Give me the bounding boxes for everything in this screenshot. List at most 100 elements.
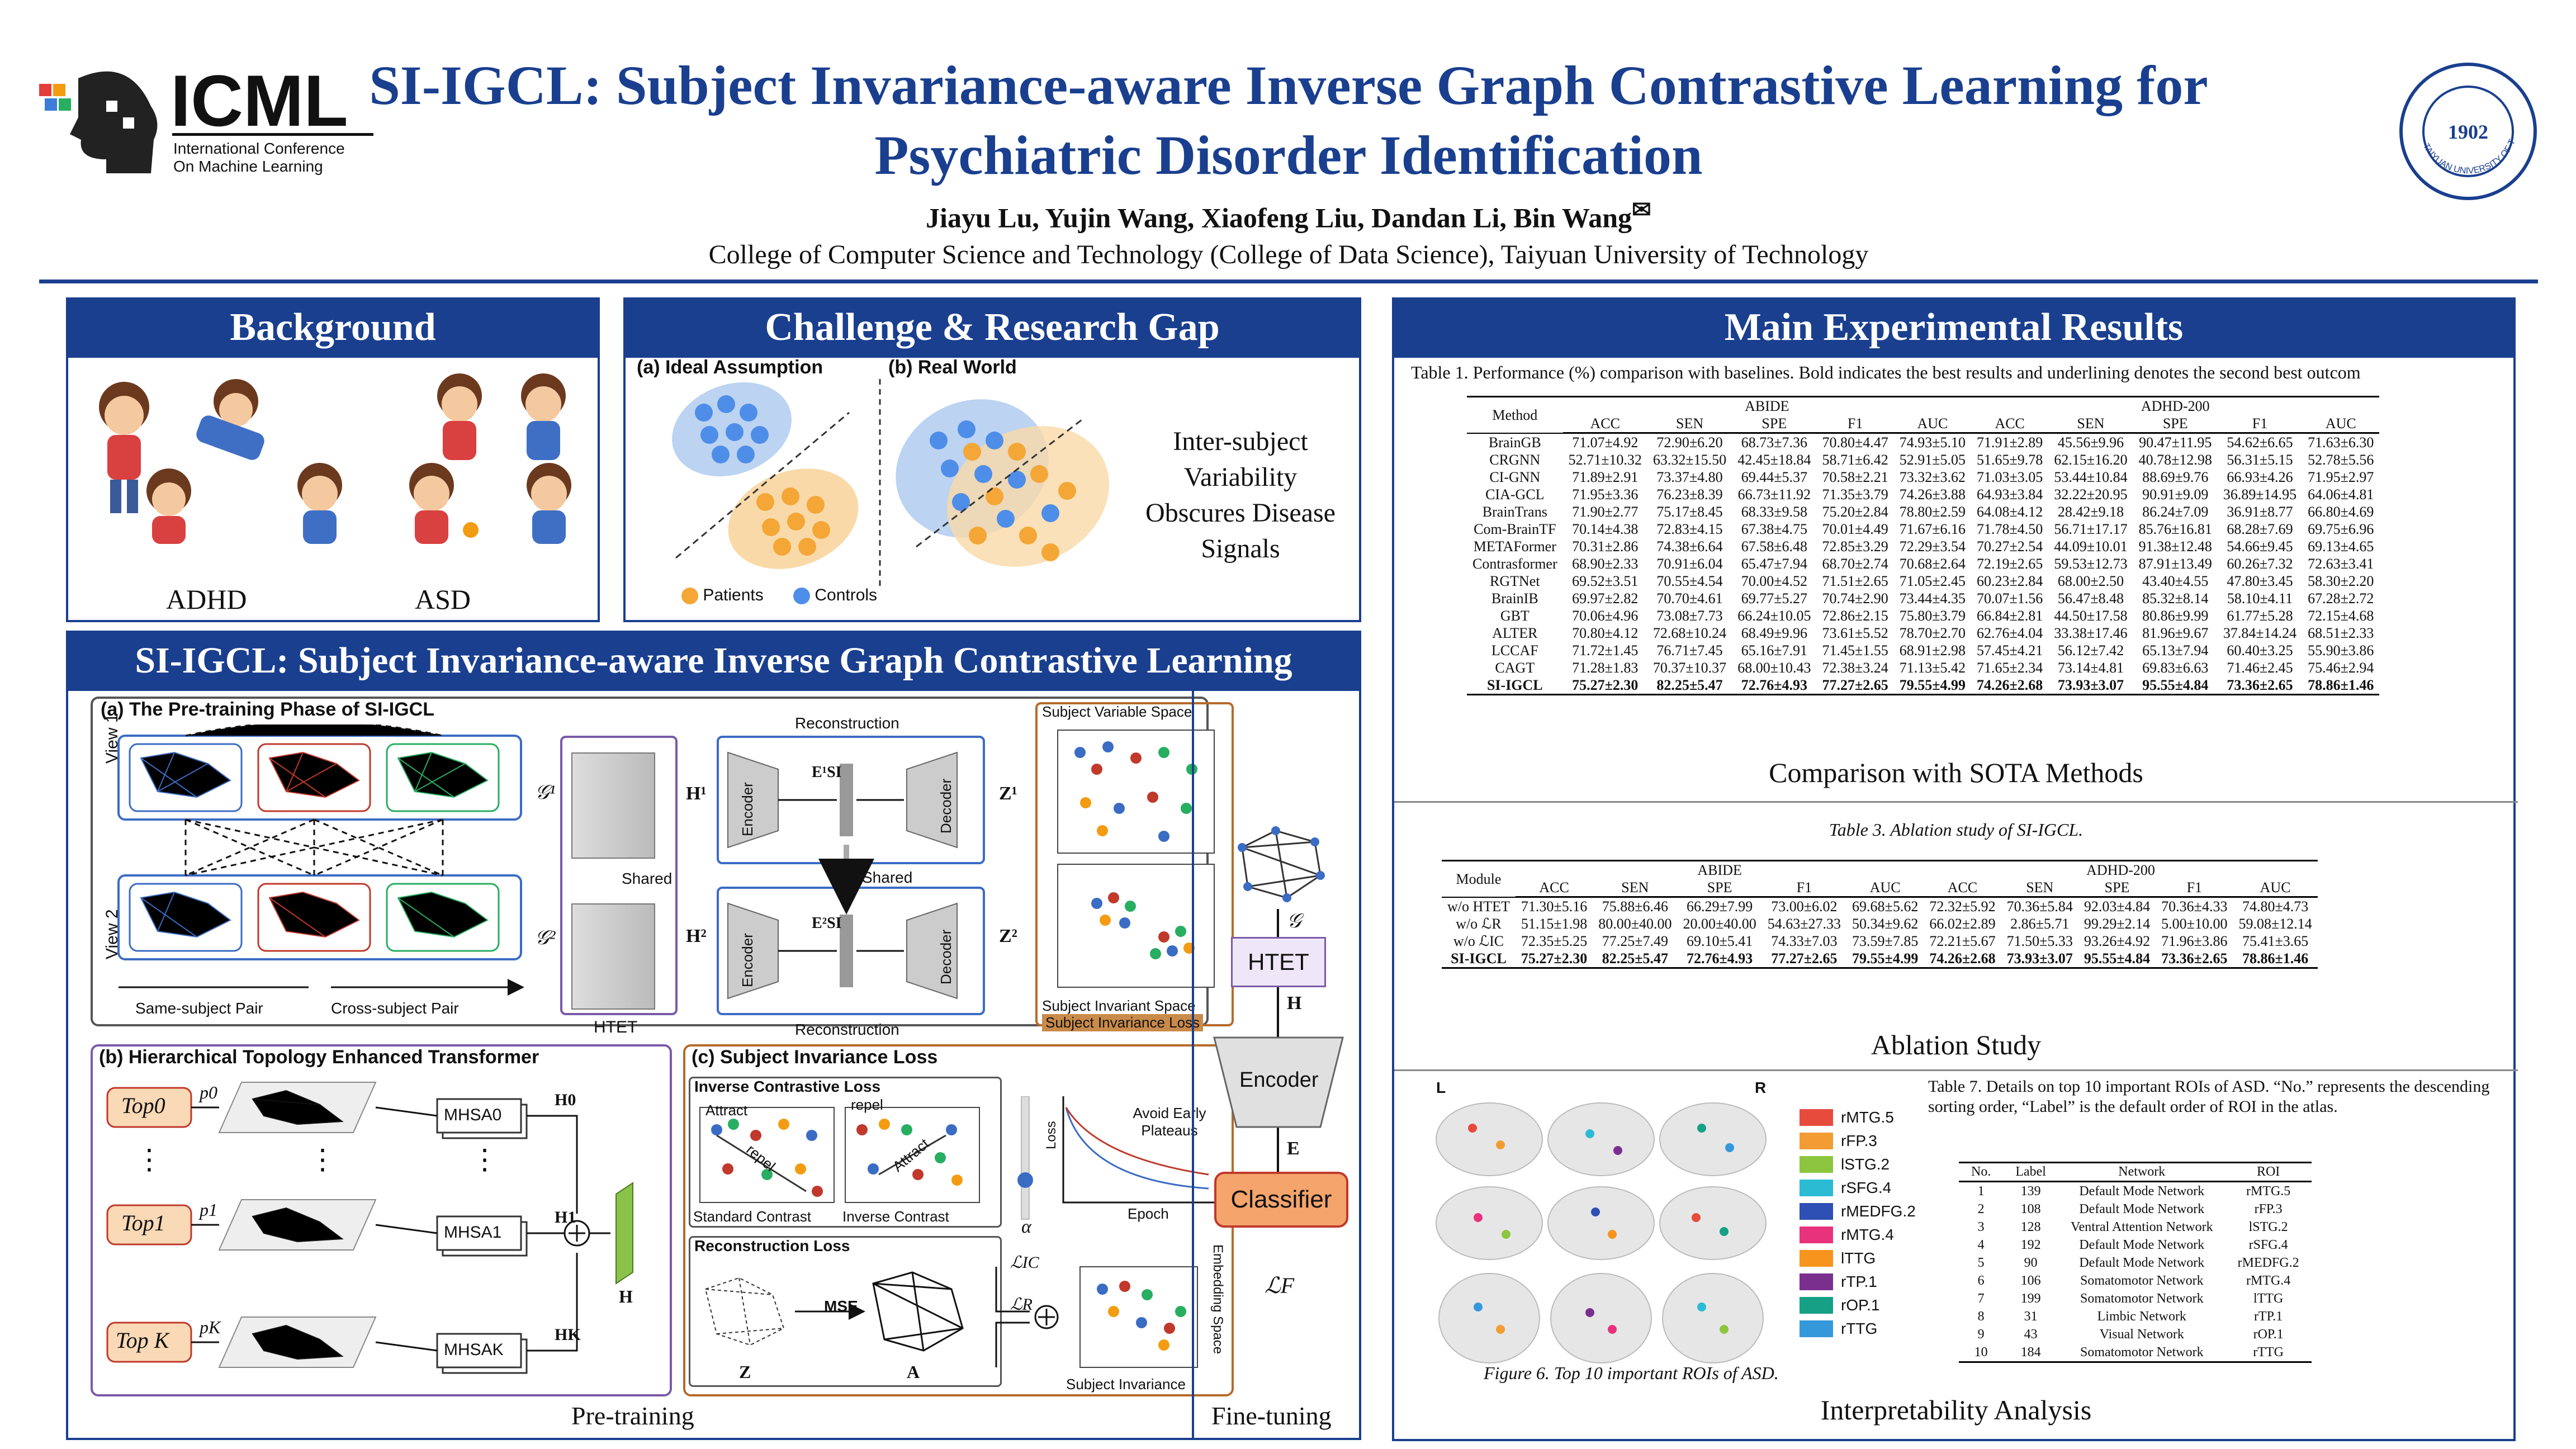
encoder-label-top: Encoder — [739, 782, 756, 836]
metric-cell: 69.75±6.96 — [2308, 521, 2374, 537]
metric-cell: 72.32±5.92 — [1924, 896, 2001, 915]
metric-cell: 71.03±3.05 — [1977, 469, 2043, 485]
metric-cell: 71.63±6.30 — [2302, 432, 2380, 451]
encoder-label-bottom: Encoder — [739, 933, 756, 987]
metric-cell: 65.47±7.94 — [1741, 556, 1807, 572]
metric-cell: 74.80±4.73 — [2233, 896, 2318, 915]
metric-cell: 66.02±2.89 — [1929, 916, 1996, 932]
metric-cell: 65.13±7.94 — [2142, 642, 2209, 659]
metric-cell: 72.90±6.20 — [1647, 432, 1732, 451]
metric-cell: 82.25±5.47 — [1647, 676, 1732, 695]
t3-col-header: AUC — [1846, 879, 1924, 898]
metric-cell: 36.91±8.77 — [2227, 504, 2293, 520]
same-pair-label: Same-subject Pair — [135, 1000, 263, 1017]
roi-cell: lTTG — [2253, 1291, 2284, 1306]
roi-legend-item: rMEDFG.2 — [1800, 1200, 1916, 1223]
t3-col-header: F1 — [1761, 879, 1847, 898]
metric-cell: 72.68±10.24 — [1652, 625, 1727, 641]
metric-cell: 90.91±9.09 — [2142, 486, 2209, 503]
reconstruction-label-bottom: Reconstruction — [795, 1021, 899, 1038]
roi-cell: 4 — [1977, 1238, 1985, 1252]
metric-cell: 69.52±3.51 — [1572, 573, 1639, 589]
roi-swatch-icon — [1800, 1297, 1833, 1314]
results-rule-2 — [1394, 1069, 2518, 1071]
metric-cell: 70.14±4.38 — [1572, 521, 1639, 537]
metric-cell: 71.96±3.86 — [2161, 933, 2228, 949]
table1-caption: Table 1. Performance (%) comparison with… — [1411, 362, 2361, 382]
t1-col-header: AUC — [1893, 415, 1972, 434]
metric-cell: 78.86±1.46 — [2233, 950, 2318, 969]
roi-legend-item: rFP.3 — [1800, 1129, 1916, 1153]
epoch-axis-label: Epoch — [1128, 1205, 1169, 1222]
metric-cell: 56.71±17.17 — [2054, 521, 2128, 537]
university-seal: TAIYUAN UNIVERSITY OF TECHNOLOGY 1902 — [2395, 54, 2538, 201]
method-name: GBT — [1500, 608, 1530, 624]
htet-detail-title: (b) Hierarchical Topology Enhanced Trans… — [99, 1046, 539, 1068]
method-name: SI-IGCL — [1467, 676, 1563, 695]
ft-e-label: E — [1287, 1138, 1300, 1159]
metric-cell: 66.93±4.26 — [2227, 469, 2293, 485]
metric-cell: 82.25±5.47 — [1593, 950, 1678, 969]
metric-cell: 69.77±5.27 — [1741, 590, 1807, 607]
metric-cell: 59.08±12.14 — [2238, 916, 2312, 932]
roi-cell: 2 — [1977, 1202, 1985, 1216]
roi-cell: Somatomotor Network — [2080, 1291, 2204, 1306]
metric-cell: 71.05±2.45 — [1899, 573, 1966, 589]
z2-label: Z² — [999, 926, 1017, 946]
metric-cell: 64.06±4.81 — [2308, 486, 2374, 503]
metric-cell: 70.01±4.49 — [1822, 521, 1888, 537]
background-panel: ADHD ASD — [66, 357, 600, 622]
t1-col-header: F1 — [2217, 415, 2303, 434]
roi-cell: rTP.1 — [2253, 1309, 2283, 1324]
metric-cell: 56.12±7.42 — [2057, 642, 2124, 659]
roi-cell: 6 — [1977, 1273, 1985, 1288]
roi-cell: lSTG.2 — [2248, 1220, 2288, 1234]
metric-cell: 68.90±2.33 — [1572, 556, 1639, 572]
metric-cell: 66.24±10.05 — [1737, 608, 1811, 624]
logo-head-icon — [39, 71, 158, 173]
metric-cell: 77.25±7.49 — [1602, 933, 1668, 949]
finetuning-caption: Fine-tuning — [1211, 1401, 1332, 1430]
t1-col-header: SPE — [1732, 415, 1817, 434]
hsub1-label: H1 — [555, 1208, 576, 1227]
roi-swatch-icon — [1800, 1250, 1833, 1267]
t1-col-header: SEN — [1647, 415, 1732, 434]
roi-swatch-icon — [1800, 1180, 1833, 1196]
shared-label-2: Shared — [862, 869, 913, 886]
metric-cell: 68.73±7.36 — [1732, 432, 1817, 451]
h1-label: H¹ — [686, 783, 707, 804]
table3-caption: Table 3. Ablation study of SI-IGCL. — [1829, 820, 2083, 840]
pretraining-box — [91, 697, 1209, 1026]
method-name: BrainGB — [1467, 432, 1563, 451]
icml-logo: ICML International Conference On Machine… — [39, 61, 375, 179]
metric-cell: 87.91±13.49 — [2138, 556, 2212, 572]
metric-cell: 68.70±2.74 — [1822, 556, 1888, 572]
t1-col-header: F1 — [1816, 415, 1894, 434]
roi-cell: Default Mode Network — [2079, 1238, 2205, 1252]
t1-col-header: SEN — [2048, 415, 2133, 434]
metric-cell: 73.59±7.85 — [1852, 933, 1919, 949]
adhd-child-4 — [146, 468, 191, 544]
legend-controls: Controls — [793, 586, 877, 605]
rec-loss-diagram — [704, 1266, 1198, 1368]
metric-cell: 71.46±2.45 — [2227, 660, 2293, 676]
t3-col-header: ACC — [1515, 879, 1593, 898]
adhd-header: ADHD-200 — [1971, 396, 2380, 415]
roi-cell: rSFG.4 — [2248, 1238, 2288, 1252]
h-output-label: H — [619, 1286, 633, 1306]
roi-cell: 90 — [2024, 1256, 2038, 1270]
roi-swatch-icon — [1800, 1227, 1833, 1243]
roi-cell: 10 — [1959, 1343, 2004, 1363]
metric-cell: 73.93±3.07 — [2001, 950, 2078, 969]
